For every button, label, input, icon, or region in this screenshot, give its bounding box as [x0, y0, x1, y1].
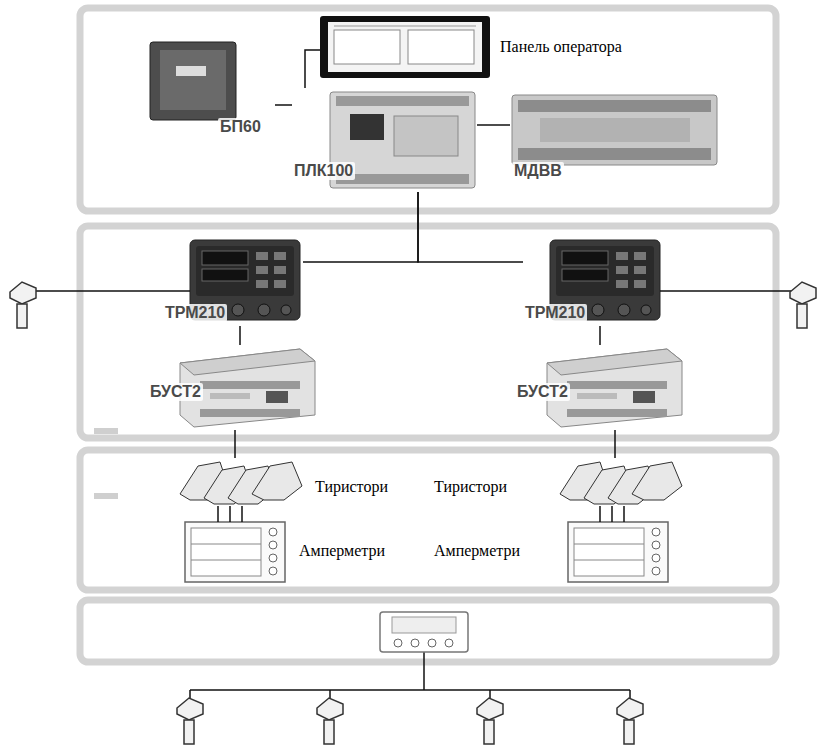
- device-label: Амперметри: [297, 542, 387, 560]
- band-mark: [94, 428, 118, 499]
- device-node: ТРМ210: [523, 238, 663, 326]
- device-node: МДВВ: [510, 92, 720, 184]
- sensor-symbol: [617, 698, 643, 744]
- device-node: Панель оператора: [320, 14, 680, 80]
- recorder-picture: [380, 612, 468, 652]
- device-node: Тиристори: [178, 458, 430, 506]
- device-label: МДВВ: [512, 162, 564, 180]
- power-supply-picture: [150, 42, 236, 120]
- ammeter-picture: [568, 522, 668, 582]
- device-label: ТРМ210: [523, 304, 587, 322]
- wire-connector: [275, 104, 292, 106]
- device-node: Амперметри: [430, 522, 670, 584]
- wire-connector: [614, 430, 616, 458]
- sensor-symbol: [477, 698, 503, 744]
- device-label: Тиристори: [313, 478, 390, 496]
- frame-band: [80, 8, 776, 662]
- wire-connector: [599, 506, 601, 522]
- sensor-symbol: [10, 282, 36, 328]
- ammeter-picture: [185, 522, 285, 582]
- wire-connector: [623, 506, 625, 522]
- device-node: Амперметри: [185, 522, 430, 584]
- device-label: БУСТ2: [515, 383, 570, 401]
- wire-connector: [229, 506, 231, 522]
- wire-connector: [234, 430, 236, 458]
- thyristor-picture: [180, 462, 302, 504]
- device-node: Тиристори: [430, 458, 692, 506]
- wire-connector: [217, 506, 219, 522]
- operator-panel-picture: [320, 16, 490, 78]
- thyristor-picture: [560, 462, 682, 504]
- device-node: ПЛК100: [292, 88, 477, 192]
- wire-connector: [303, 192, 418, 262]
- device-label: Панель оператора: [498, 38, 624, 56]
- sensor-wire: [34, 291, 792, 700]
- device-node: ТРМ210: [163, 238, 303, 326]
- device-node: БУСТ2: [515, 345, 685, 430]
- wire-connector: [418, 192, 523, 262]
- device-label: БУСТ2: [148, 383, 203, 401]
- sensor-symbol: [790, 282, 816, 328]
- device-label: Тиристори: [432, 478, 509, 496]
- device-label: БП60: [218, 118, 263, 136]
- wire-connector: [599, 326, 601, 345]
- wire-connector: [241, 506, 243, 522]
- device-node: БУСТ2: [148, 345, 318, 430]
- device-label: ПЛК100: [292, 162, 355, 180]
- wire-connector: [611, 506, 613, 522]
- sensor-symbol: [177, 698, 203, 744]
- device-label: Амперметри: [432, 542, 522, 560]
- device-label: ТРМ210: [163, 304, 227, 322]
- io-module-picture: [512, 95, 717, 165]
- wire-connector: [305, 50, 320, 88]
- wire-connector: [239, 326, 241, 345]
- device-node: БП60: [150, 38, 275, 138]
- sensor-symbol: [317, 698, 343, 744]
- wire-connector: [477, 124, 510, 126]
